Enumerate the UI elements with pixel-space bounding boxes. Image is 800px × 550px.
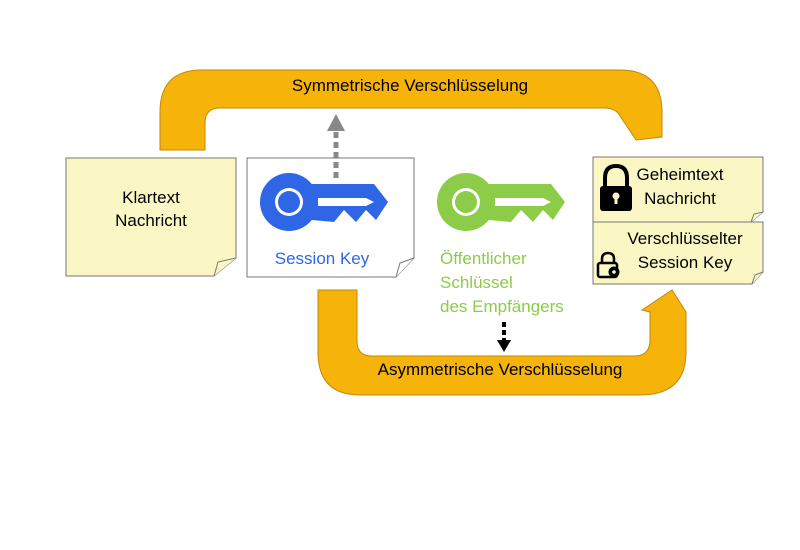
plaintext-line2: Nachricht bbox=[115, 211, 187, 230]
public-key-line3: des Empfängers bbox=[440, 297, 564, 316]
plaintext-line1: Klartext bbox=[122, 188, 180, 207]
asymmetric-band bbox=[317, 289, 687, 396]
session-key-card-fold bbox=[395, 257, 415, 278]
public-key-line2: Schlüssel bbox=[440, 273, 513, 292]
session-key-label: Session Key bbox=[274, 249, 370, 268]
symmetric-band-label: Symmetrische Verschlüsselung bbox=[291, 76, 529, 95]
public-key-icon bbox=[437, 173, 565, 231]
lock-icon bbox=[600, 163, 632, 211]
lock-key-icon bbox=[596, 251, 620, 279]
encrypted-key-note-fold bbox=[751, 271, 764, 285]
asymmetric-band-label: Asymmetrische Verschlüsselung bbox=[377, 360, 623, 379]
ciphertext-note-fold bbox=[750, 211, 764, 223]
encrypted-key-line1: Verschlüsselter bbox=[627, 229, 743, 248]
gray-arrow-head bbox=[327, 114, 345, 131]
ciphertext-line2: Nachricht bbox=[644, 189, 716, 208]
plaintext-note-fold bbox=[213, 257, 237, 277]
black-arrow-head bbox=[497, 340, 511, 352]
ciphertext-line1: Geheimtext bbox=[636, 165, 724, 184]
session-key-icon bbox=[260, 173, 388, 231]
public-key-line1: Öffentlicher bbox=[440, 249, 527, 268]
symmetric-band bbox=[159, 69, 663, 151]
encrypted-key-line2: Session Key bbox=[637, 253, 733, 272]
